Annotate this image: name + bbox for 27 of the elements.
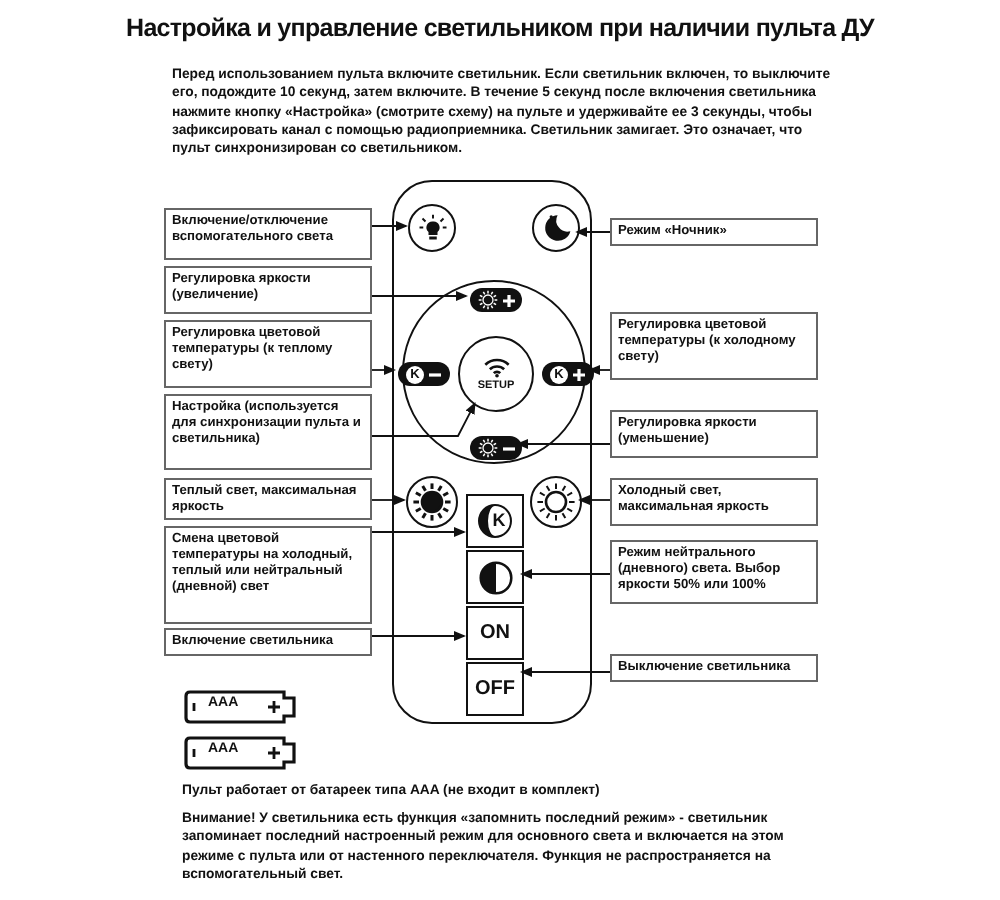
square-button: ON <box>466 606 524 660</box>
arrow <box>578 495 611 505</box>
arrow <box>516 439 611 449</box>
arrow <box>520 667 611 677</box>
square-button: OFF <box>466 662 524 716</box>
round-button <box>532 204 580 252</box>
pill-button <box>542 362 594 386</box>
arrow <box>588 365 611 375</box>
square-button <box>466 550 524 604</box>
arrow <box>371 291 468 301</box>
remote-control-body <box>392 180 592 724</box>
pill-button <box>470 288 522 312</box>
pill-button <box>470 436 522 460</box>
arrow <box>371 221 408 231</box>
pill-button <box>398 362 450 386</box>
round-button <box>408 204 456 252</box>
temperature-symbol: K <box>478 504 512 538</box>
arrow <box>371 631 466 641</box>
arrow <box>520 569 611 579</box>
arrow <box>371 402 476 437</box>
arrow <box>575 227 611 237</box>
title: Настройка и управление светильником при наличии пульта ДУ <box>124 14 877 42</box>
arrow <box>371 495 406 505</box>
setup-button <box>458 336 534 412</box>
square-button <box>466 494 524 548</box>
arrow <box>371 527 466 537</box>
arrow <box>371 365 396 375</box>
